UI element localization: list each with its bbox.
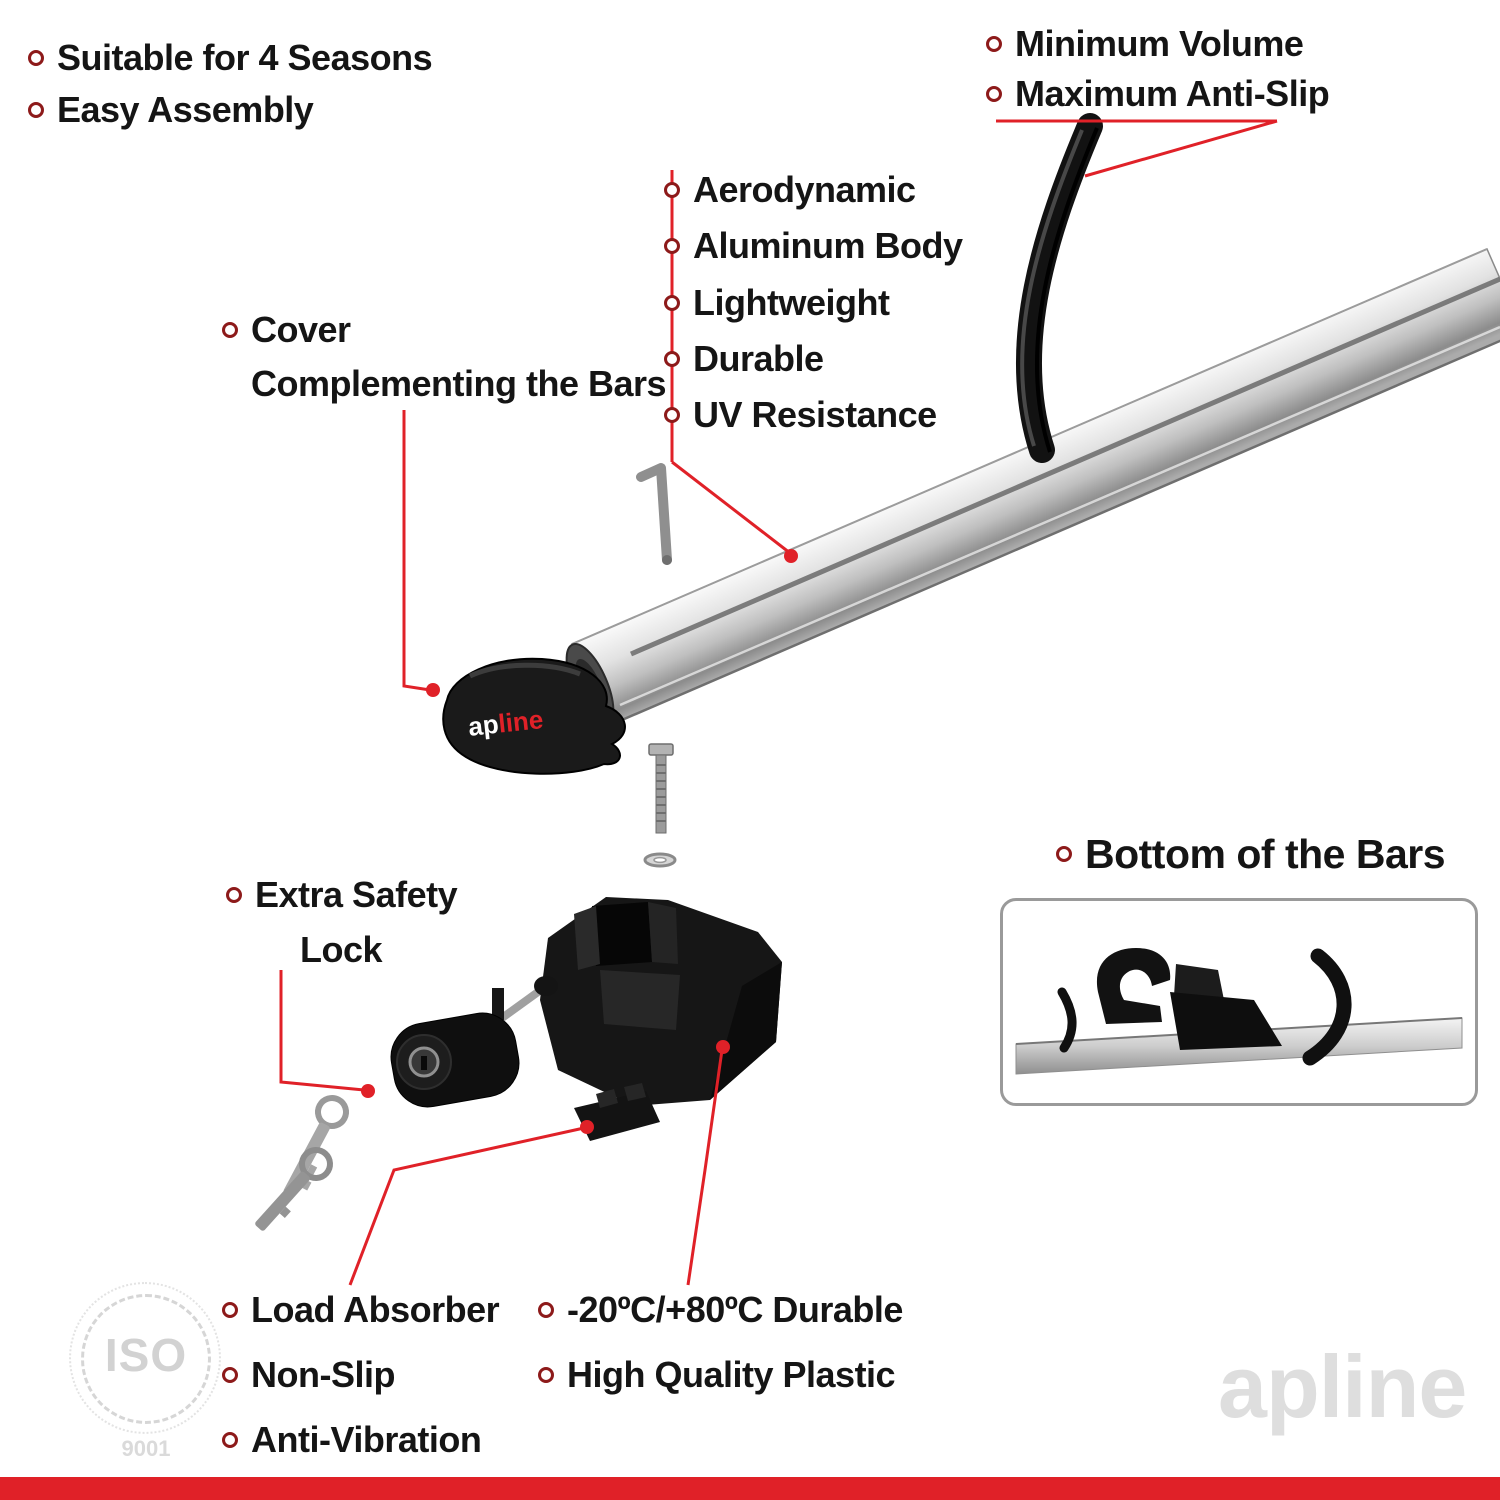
cover-logo: apline [467,704,545,742]
feature-label: Durable [693,338,824,379]
feature-label: Lightweight [693,282,890,323]
feature-label: UV Resistance [693,394,937,435]
label-text: Extra Safety [255,874,458,915]
callout-line-cover [402,410,431,692]
label-cover-line2: Complementing the Bars [251,362,667,406]
cover-logo-ap: ap [467,709,500,742]
bottom-bars-view-illustration [1015,948,1463,1075]
bullet-icon [222,322,238,338]
feature-maximum-antislip: Maximum Anti-Slip [986,72,1330,116]
label-lock: Lock [300,928,383,972]
feature-label: Anti-Vibration [251,1419,482,1460]
iso-outer-ring-icon [69,1282,221,1434]
bullet-icon [1056,846,1072,862]
label-cover: Cover [222,308,351,352]
feature-minimum-volume: Minimum Volume [986,22,1304,66]
bullet-icon [222,1302,238,1318]
bullet-icon [226,887,242,903]
callout-dot-cover [426,683,440,697]
feature-label: Easy Assembly [57,89,314,130]
feature-label: Suitable for 4 Seasons [57,37,433,78]
label-text: Complementing the Bars [251,363,667,404]
callout-dot-lock [361,1084,375,1098]
washer-illustration [643,852,677,868]
bullet-icon [986,86,1002,102]
bullet-icon [664,295,680,311]
callout-lines [279,119,1278,1286]
brand-watermark: apline [1218,1337,1467,1436]
callout-line-antislip-diag [1084,119,1278,178]
feature-uv-resistance: UV Resistance [664,393,937,437]
allen-key-icon [636,463,672,565]
feature-label: High Quality Plastic [567,1354,896,1395]
bullet-icon [664,351,680,367]
bullet-icon [664,407,680,423]
feature-label: Minimum Volume [1015,23,1304,64]
bolt-illustration [648,743,674,834]
feature-durable: Durable [664,337,824,381]
feature-suitable-4-seasons: Suitable for 4 Seasons [28,36,433,80]
feature-label: Aerodynamic [693,169,916,210]
feature-anti-vibration: Anti-Vibration [222,1418,482,1462]
feature-aluminum-body: Aluminum Body [664,224,963,268]
load-absorber-illustration [574,1083,660,1141]
foot-bracket-illustration [540,897,782,1106]
heading-bottom-of-bars: Bottom of the Bars [1056,830,1446,878]
feature-load-absorber: Load Absorber [222,1288,500,1332]
label-text: Lock [300,929,383,970]
feature-lightweight: Lightweight [664,281,890,325]
callout-line-load-absorber [348,1126,585,1286]
bullet-icon [986,36,1002,52]
bullet-icon [538,1302,554,1318]
feature-high-quality-plastic: High Quality Plastic [538,1353,896,1397]
keys-illustration [255,1095,349,1231]
bullet-icon [664,238,680,254]
bullet-icon [538,1367,554,1383]
heading-text: Bottom of the Bars [1085,831,1446,877]
iso-text: ISO [104,1329,188,1381]
bottom-red-bar [0,1477,1500,1500]
label-text: Cover [251,309,351,350]
feature-temperature-durable: -20ºC/+80ºC Durable [538,1288,903,1332]
rubber-strip-illustration [1015,113,1103,463]
bullet-icon [222,1432,238,1448]
iso-ring-icon [81,1294,211,1424]
feature-label: Aluminum Body [693,225,963,266]
feature-label: Load Absorber [251,1289,500,1330]
feature-aerodynamic: Aerodynamic [664,168,916,212]
callout-line-temperature [686,1049,724,1286]
feature-label: -20ºC/+80ºC Durable [567,1289,903,1330]
callout-line-lock [279,970,365,1092]
callout-line-bar-diag [671,460,791,555]
feature-easy-assembly: Easy Assembly [28,88,314,132]
feature-label: Non-Slip [251,1354,395,1395]
callout-dot-bar [784,549,798,563]
bottom-bars-box [1000,898,1478,1106]
feature-label: Maximum Anti-Slip [1015,73,1330,114]
callout-dot-load-absorber [580,1120,594,1134]
iso-badge: ISO 9001 [66,1282,226,1469]
feature-non-slip: Non-Slip [222,1353,395,1397]
bullet-icon [28,102,44,118]
label-extra-safety: Extra Safety [226,873,458,917]
lock-illustration [390,976,558,1108]
bullet-icon [28,50,44,66]
bullet-icon [222,1367,238,1383]
callout-dot-foot [716,1040,730,1054]
iso-sub-text: 9001 [121,1436,171,1461]
cover-illustration: apline [442,657,626,775]
callout-dots [361,549,798,1134]
bullet-icon [664,182,680,198]
cover-logo-line: line [497,704,545,739]
